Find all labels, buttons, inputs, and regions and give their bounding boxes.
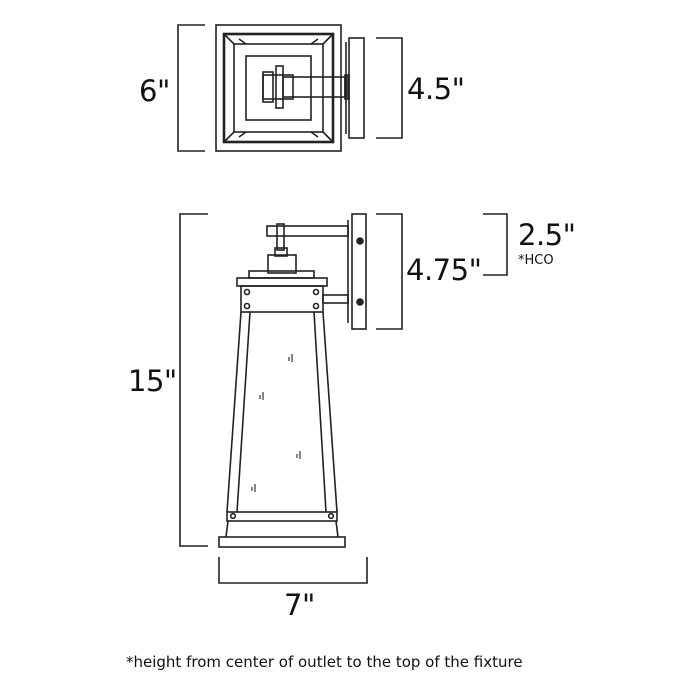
hco-value-label: 2.5" — [518, 218, 576, 252]
base-width-label: 7" — [284, 588, 315, 622]
footnote: *height from center of outlet to the top… — [126, 653, 523, 671]
top-backplate-label: 4.5" — [407, 72, 465, 106]
height-label: 15" — [128, 364, 177, 398]
side-view-drawing — [179, 213, 508, 584]
top-width-label: 6" — [139, 74, 170, 108]
top-view-drawing — [177, 24, 403, 152]
side-backplate-label: 4.75" — [406, 253, 482, 287]
hco-tag: *HCO — [518, 253, 554, 268]
